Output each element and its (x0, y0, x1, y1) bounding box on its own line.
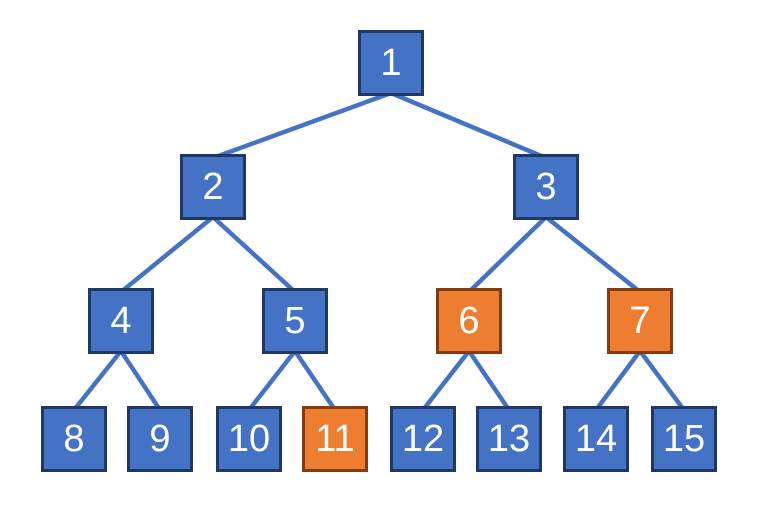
tree-node-5: 5 (262, 288, 328, 354)
tree-node-9: 9 (127, 406, 193, 472)
tree-node-13: 13 (476, 406, 542, 472)
tree-node-4: 4 (88, 288, 154, 354)
tree-node-1: 1 (358, 30, 424, 96)
tree-node-15: 15 (651, 406, 717, 472)
tree-node-3: 3 (513, 154, 579, 220)
tree-node-2: 2 (180, 154, 246, 220)
tree-node-8: 8 (41, 406, 107, 472)
tree-node-11: 11 (302, 406, 368, 472)
tree-node-7: 7 (607, 288, 673, 354)
tree-node-6: 6 (436, 288, 502, 354)
tree-node-10: 10 (216, 406, 282, 472)
tree-node-14: 14 (563, 406, 629, 472)
tree-node-12: 12 (390, 406, 456, 472)
